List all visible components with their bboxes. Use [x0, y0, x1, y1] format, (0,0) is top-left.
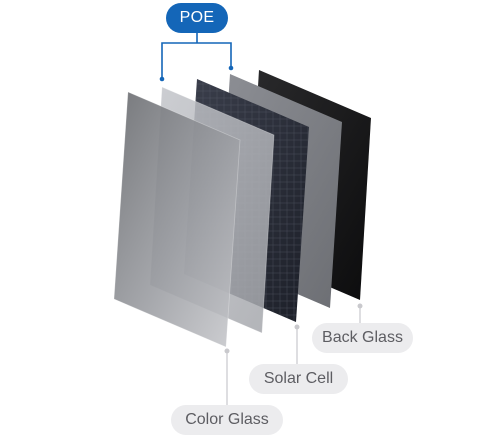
- poe-connector-dot-rear: [228, 65, 234, 71]
- color-glass-label: Color Glass: [171, 405, 283, 435]
- back-glass-label-text: Back Glass: [322, 329, 403, 346]
- solar-cell-label-text: Solar Cell: [263, 370, 334, 387]
- poe-badge-label: POE: [179, 9, 215, 26]
- leader-dot-back-glass: [357, 303, 363, 309]
- leader-lines: [226, 306, 361, 405]
- poe-connector: [159, 33, 234, 82]
- poe-connector-dot-front: [159, 76, 165, 82]
- leader-dot-solar-cell: [294, 324, 300, 330]
- solar-cell-label: Solar Cell: [249, 364, 348, 394]
- back-glass-label: Back Glass: [312, 323, 413, 353]
- poe-badge: POE: [166, 3, 228, 33]
- leader-dot-color-glass: [224, 348, 230, 354]
- color-glass-layer: [113, 91, 241, 348]
- color-glass-label-text: Color Glass: [185, 411, 269, 428]
